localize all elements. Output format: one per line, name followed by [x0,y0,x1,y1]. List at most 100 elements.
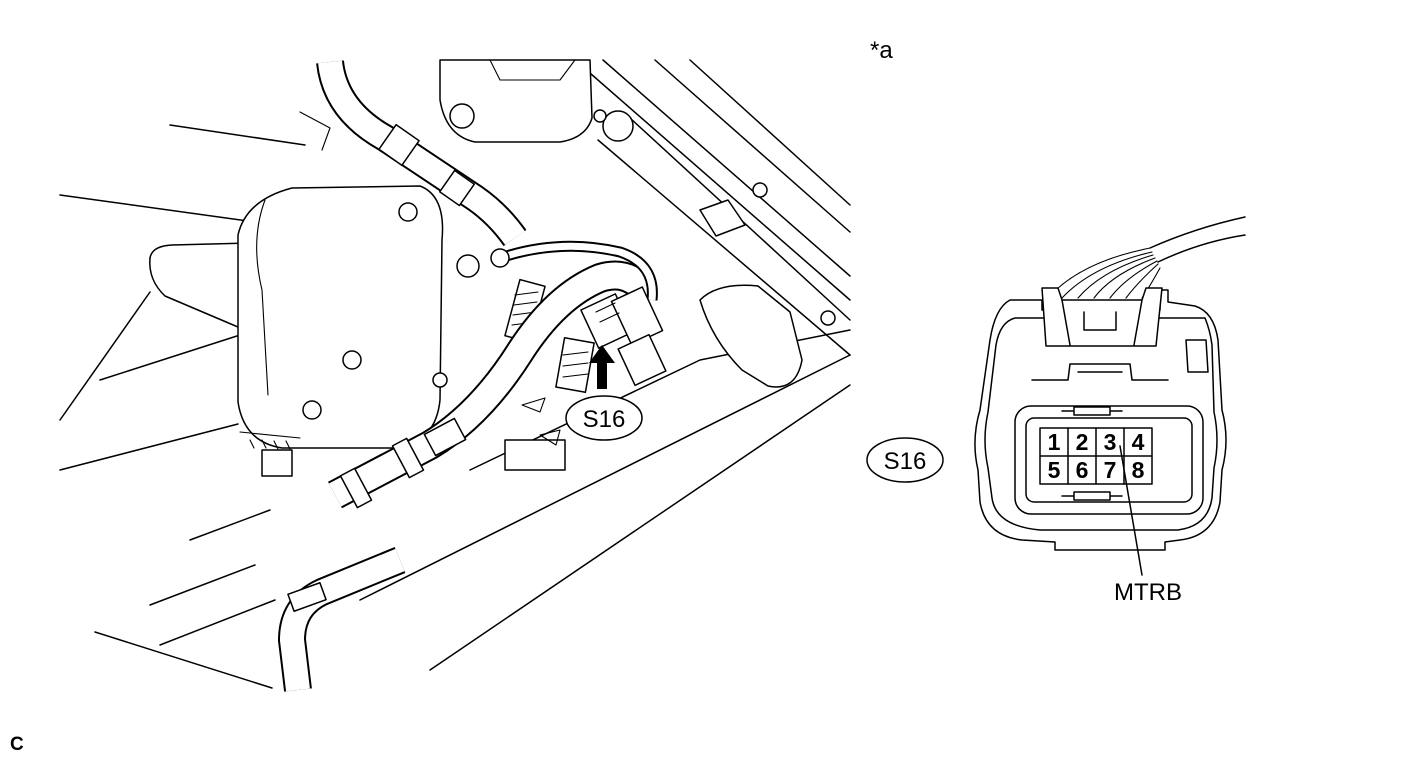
connector-face-view: 1 2 3 4 5 6 7 8 MTRB [974,216,1246,606]
frame-line [149,257,246,331]
pin-4: 4 [1132,429,1145,455]
mounting-hole [342,350,362,370]
housing-ribs [239,431,301,450]
frame-line [59,194,256,223]
bolt-head [593,109,607,123]
bolt-head [456,254,480,278]
frame-line [94,631,273,689]
terminal-leader-line [1119,445,1143,576]
frame-line [159,599,276,646]
pin-7: 7 [1104,457,1117,483]
latch-arm [1061,299,1143,346]
rail-line [597,139,851,356]
lower-hose-fill [328,262,652,507]
hose-band [391,437,425,479]
cable-sleeve [438,169,476,207]
tube-band [287,581,327,613]
mounting-hole [302,400,322,420]
bottom-tube [277,547,406,692]
rail-line [654,59,851,233]
vehicle-connector-s16 [580,286,667,387]
frame-line [99,334,241,381]
upper-cable-fill [318,60,525,246]
connector-lock [595,302,620,323]
rail-clamp [699,199,746,237]
vehicle-illustration: S16 [59,59,851,692]
cable-line [1157,234,1246,263]
pin-2: 2 [1076,429,1089,455]
connector-inner-contour [984,317,1218,531]
key-bar-top-block [1073,406,1111,416]
callout-s16-connector: S16 [866,437,944,483]
housing-foot [261,449,293,477]
pin-grid-dividers [1039,427,1153,485]
pin-grid: 1 2 3 4 5 6 7 8 [1039,427,1153,485]
connector-outer-body [974,289,1227,551]
wire-strand [1047,247,1151,299]
mounting-hole [398,202,418,222]
hose-band [423,417,467,457]
pin-5: 5 [1048,457,1061,483]
frame-line [59,291,151,421]
wire-strand [1061,251,1153,299]
clip-hatching [562,351,589,378]
housing-flange [256,199,269,396]
frame-line [359,354,851,601]
connector-mount [617,333,667,387]
main-housing-body [237,185,444,449]
lower-hose [328,260,654,509]
frame-line [429,384,851,671]
connector-cable [1047,216,1246,299]
upper-cable [316,60,527,247]
bolt-head [432,372,448,388]
callout-text: S16 [583,406,626,433]
pin-6: 6 [1076,457,1089,483]
rail-line [574,59,851,301]
latch-window [1083,311,1117,331]
cable-line [1149,216,1246,249]
rail-line [602,59,851,277]
pin-housing-inner [1025,417,1193,503]
terminal-label: MTRB [1114,579,1182,606]
wire-strand [1077,254,1154,299]
cable-sleeve [378,123,420,167]
pin-housing-outer [1014,405,1204,515]
wire-strand [1109,260,1158,299]
latch-body [1041,287,1163,347]
corner-code: C [10,734,24,755]
upper-bracket-rib [489,59,576,81]
key-bar-bottom-block [1073,491,1111,501]
callout-ellipse [565,395,643,441]
wire-strand [1093,257,1156,299]
pin-8: 8 [1132,457,1145,483]
hose-band [339,467,373,509]
callout-text: S16 [884,448,927,475]
bolt-head [602,110,634,142]
frame-line [169,124,306,146]
guide-ridge [1031,363,1169,381]
upper-bracket [439,59,634,143]
main-housing [237,111,480,477]
up-arrow-icon [589,345,615,389]
bolt-head [820,310,836,326]
harness-bracket-mark [521,397,561,446]
wire-strand [1125,263,1159,299]
frame-line [59,423,239,471]
rail-bracket [699,284,803,388]
frame-line [149,242,251,259]
bolt-hole [449,103,475,129]
harness-clips [504,278,595,471]
view-marker: *a [870,37,893,64]
rail-line [689,59,851,206]
frame-line [149,564,256,606]
bolt-head [752,182,768,198]
wire-harness-fill [498,242,656,301]
upper-bracket-body [439,59,593,143]
connector-latch [1041,287,1163,347]
frame-line [189,509,271,541]
wire-harness [490,240,658,301]
pin-1: 1 [1048,429,1061,455]
rails [574,59,851,388]
callout-ellipse [866,437,944,483]
